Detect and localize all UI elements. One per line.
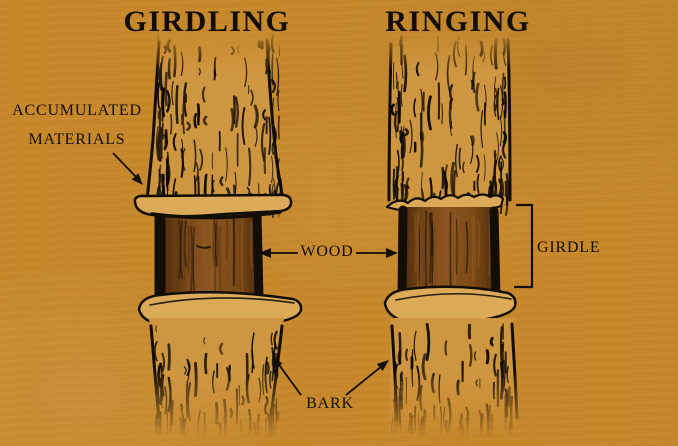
left-tree: [133, 30, 303, 446]
label-wood: WOOD: [300, 243, 354, 260]
label-accumulated-line2: MATERIALS: [28, 131, 126, 148]
bark-arrow-right: [345, 360, 389, 396]
right-upper-trunk: [387, 30, 512, 224]
label-bark: BARK: [306, 395, 354, 412]
wood-arrow-right: [356, 248, 398, 258]
right-lower-trunk: [389, 318, 519, 446]
title-ringing: RINGING: [385, 5, 531, 38]
right-tree: [383, 30, 519, 446]
girdle-bracket: [514, 203, 534, 289]
right-collar: [383, 285, 517, 325]
accumulated-materials-arrow: [112, 152, 143, 185]
label-girdle: GIRDLE: [537, 239, 601, 256]
title-girdling: GIRDLING: [123, 5, 291, 38]
right-wood-cylinder-girdle: [397, 205, 501, 313]
label-accumulated-line1: ACCUMULATED: [12, 102, 142, 119]
label-accumulated-materials: ACCUMULATED MATERIALS: [6, 96, 148, 154]
left-upper-trunk: [145, 30, 285, 225]
wood-arrow-left: [259, 248, 298, 258]
bark-arrow-left: [272, 356, 302, 396]
left-lower-trunk: [149, 318, 284, 446]
annotations: [112, 152, 534, 396]
left-flange-accumulated-materials: [133, 193, 293, 220]
